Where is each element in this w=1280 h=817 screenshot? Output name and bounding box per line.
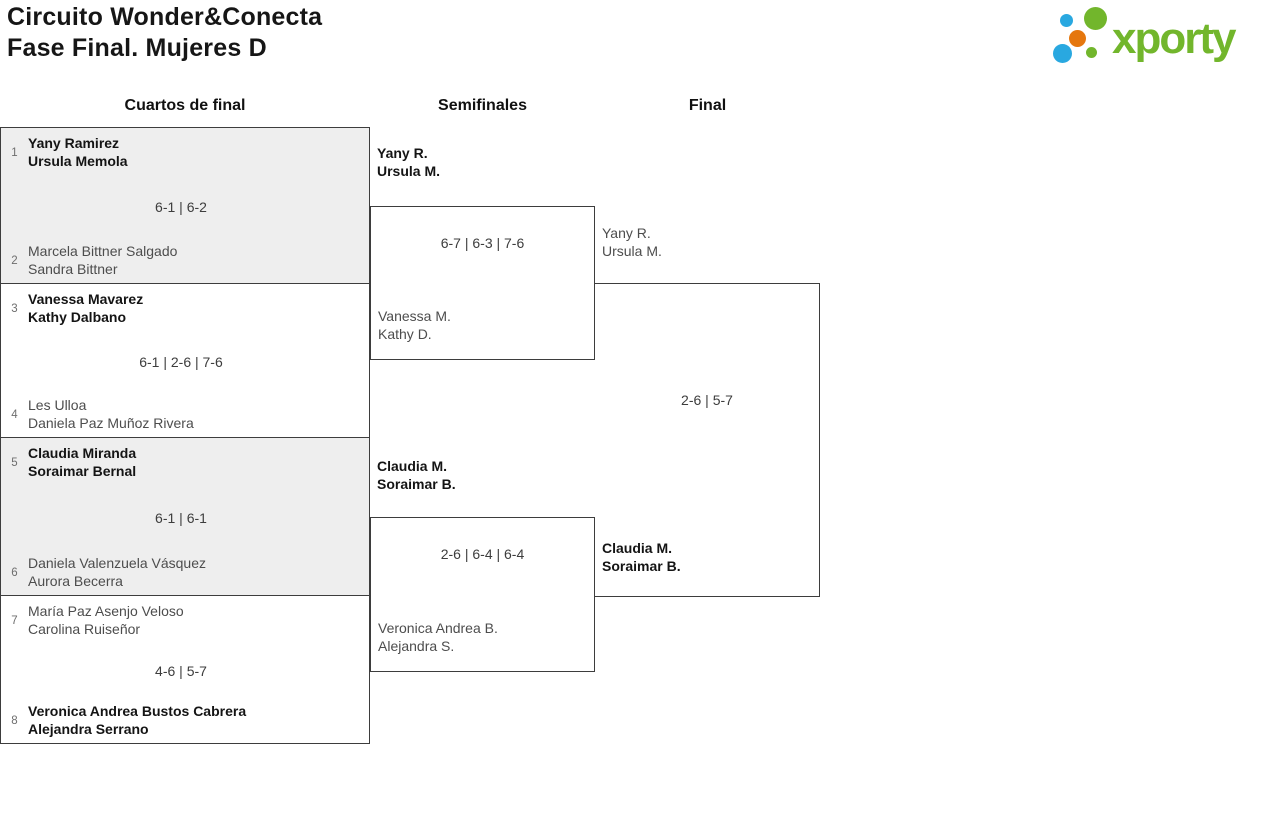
player-1: Veronica Andrea Bustos Cabrera: [28, 703, 247, 719]
match-score: 6-1 | 2-6 | 7-6: [139, 353, 223, 370]
match-score: 6-1 | 6-2: [155, 198, 207, 215]
team-names: María Paz Asenjo Veloso Carolina Ruiseño…: [28, 603, 184, 638]
player-2: Soraimar B.: [377, 475, 456, 492]
logo-wordmark: xporty: [1112, 14, 1236, 63]
match-score: 4-6 | 5-7: [155, 662, 207, 679]
player-2: Soraimar Bernal: [28, 462, 137, 479]
phase-category: Fase Final. Mujeres D: [7, 34, 267, 62]
team-row: 3 Vanessa Mavarez Kathy Dalbano: [1, 291, 361, 326]
team-names: Claudia Miranda Soraimar Bernal: [28, 445, 136, 480]
team-row: 8 Veronica Andrea Bustos Cabrera Alejand…: [1, 703, 361, 738]
final-match: 2-6 | 5-7 Claudia M. Soraimar B.: [595, 283, 820, 597]
semifinal-2-top-team: Claudia M. Soraimar B.: [377, 458, 456, 493]
player-2: Ursula Memola: [28, 152, 128, 169]
quarterfinal-match-4: 7 María Paz Asenjo Veloso Carolina Ruise…: [0, 595, 370, 744]
logo-dot-orange-icon: [1069, 30, 1086, 47]
player-1: Yany R.: [377, 145, 428, 161]
player-1: Vanessa M.: [378, 308, 451, 324]
player-2: Daniela Paz Muñoz Rivera: [28, 414, 194, 431]
team-row: 7 María Paz Asenjo Veloso Carolina Ruise…: [1, 603, 361, 638]
team-row: 6 Daniela Valenzuela Vásquez Aurora Bece…: [1, 555, 361, 590]
team-names: Yany Ramirez Ursula Memola: [28, 135, 128, 170]
player-2: Sandra Bittner: [28, 260, 118, 277]
logo-dot-blue-small-icon: [1060, 14, 1073, 27]
page-title: Circuito Wonder&Conecta Fase Final. Muje…: [7, 2, 322, 64]
quarterfinal-match-3: 5 Claudia Miranda Soraimar Bernal 6-1 | …: [0, 437, 370, 596]
logo-dot-green-small-icon: [1086, 47, 1097, 58]
semifinal-match-2: 2-6 | 6-4 | 6-4 Veronica Andrea B. Aleja…: [370, 517, 595, 672]
player-2: Soraimar B.: [602, 557, 681, 574]
team-names: Daniela Valenzuela Vásquez Aurora Becerr…: [28, 555, 206, 590]
logo-dot-blue-large-icon: [1053, 44, 1072, 63]
player-1: María Paz Asenjo Veloso: [28, 603, 184, 619]
quarterfinal-match-1: 1 Yany Ramirez Ursula Memola 6-1 | 6-2 2…: [0, 127, 370, 284]
team-row: 2 Marcela Bittner Salgado Sandra Bittner: [1, 243, 361, 278]
player-2: Alejandra Serrano: [28, 720, 149, 737]
xporty-logo: xporty: [1048, 6, 1276, 70]
match-score: 6-7 | 6-3 | 7-6: [440, 235, 525, 251]
player-1: Daniela Valenzuela Vásquez: [28, 555, 206, 571]
round-header-final: Final: [688, 97, 727, 114]
player-2: Kathy D.: [378, 325, 432, 342]
team-names: Les Ulloa Daniela Paz Muñoz Rivera: [28, 397, 194, 432]
match-score: 2-6 | 6-4 | 6-4: [440, 546, 525, 562]
player-1: Claudia M.: [602, 540, 673, 556]
player-2: Kathy Dalbano: [28, 308, 127, 325]
logo-dot-green-large-icon: [1084, 7, 1107, 30]
team-row: 5 Claudia Miranda Soraimar Bernal: [1, 445, 361, 480]
seed-number: 3: [11, 302, 18, 315]
seed-number: 2: [11, 254, 18, 267]
player-2: Carolina Ruiseñor: [28, 620, 141, 637]
match-score: 6-1 | 6-1: [155, 509, 207, 526]
player-1: Yany Ramirez: [28, 135, 120, 151]
seed-number: 8: [11, 714, 18, 727]
seed-number: 6: [11, 566, 18, 579]
player-2: Ursula M.: [602, 242, 662, 259]
seed-number: 1: [11, 146, 18, 159]
semifinal-1-top-team: Yany R. Ursula M.: [377, 145, 440, 180]
player-1: Veronica Andrea B.: [378, 620, 498, 636]
team-row: 1 Yany Ramirez Ursula Memola: [1, 135, 361, 170]
team-names: Marcela Bittner Salgado Sandra Bittner: [28, 243, 177, 278]
quarterfinal-match-2: 3 Vanessa Mavarez Kathy Dalbano 6-1 | 2-…: [0, 283, 370, 438]
player-1: Vanessa Mavarez: [28, 291, 144, 307]
match-score: 2-6 | 5-7: [681, 392, 733, 408]
team-row: 4 Les Ulloa Daniela Paz Muñoz Rivera: [1, 397, 361, 432]
semifinal-1-bottom-team: Vanessa M. Kathy D.: [378, 308, 451, 343]
semifinal-match-1: 6-7 | 6-3 | 7-6 Vanessa M. Kathy D.: [370, 206, 595, 360]
final-top-team: Yany R. Ursula M.: [602, 225, 662, 260]
player-1: Claudia M.: [377, 458, 448, 474]
team-names: Vanessa Mavarez Kathy Dalbano: [28, 291, 143, 326]
player-2: Aurora Becerra: [28, 572, 123, 589]
round-header-quarterfinals: Cuartos de final: [124, 97, 246, 114]
player-1: Les Ulloa: [28, 397, 87, 413]
seed-number: 5: [11, 456, 18, 469]
semifinal-2-bottom-team: Veronica Andrea B. Alejandra S.: [378, 620, 498, 655]
player-2: Alejandra S.: [378, 637, 455, 654]
team-names: Veronica Andrea Bustos Cabrera Alejandra…: [28, 703, 246, 738]
player-1: Yany R.: [602, 225, 651, 241]
player-1: Claudia Miranda: [28, 445, 137, 461]
seed-number: 7: [11, 614, 18, 627]
player-1: Marcela Bittner Salgado: [28, 243, 178, 259]
player-2: Ursula M.: [377, 162, 441, 179]
round-header-semifinals: Semifinales: [438, 97, 527, 114]
seed-number: 4: [11, 408, 18, 421]
final-bottom-team: Claudia M. Soraimar B.: [602, 540, 681, 575]
tournament-name: Circuito Wonder&Conecta: [7, 3, 323, 31]
